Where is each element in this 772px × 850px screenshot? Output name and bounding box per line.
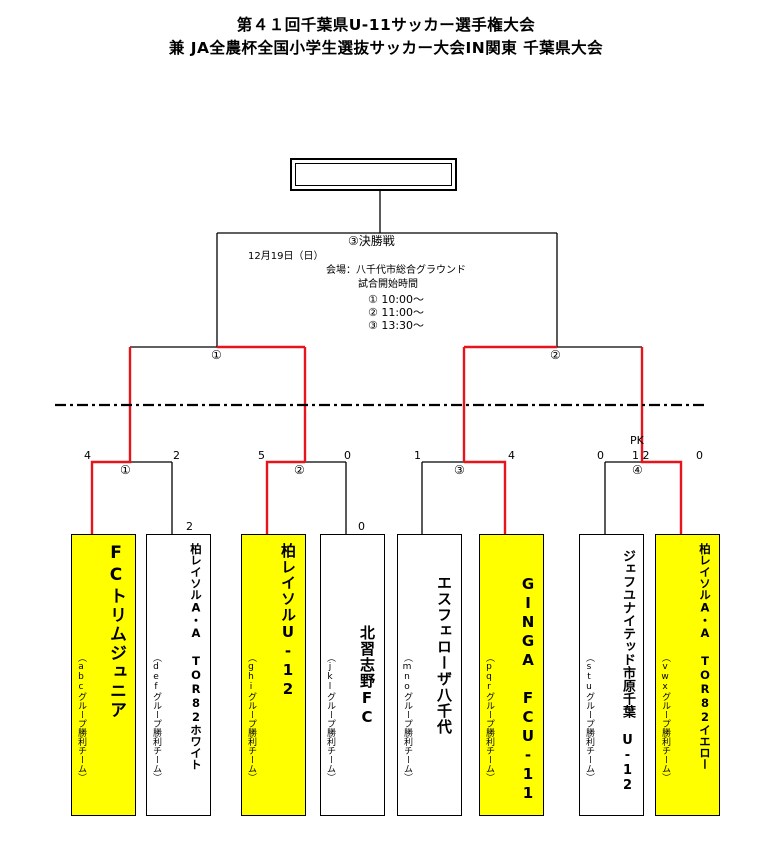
r1m4-left-score: 0 <box>597 449 604 462</box>
team-name-4: 北習志野FC <box>358 625 376 727</box>
team-group-8: （vwxグループ勝利チーム） <box>660 653 670 782</box>
team-box-3: 柏レイソルU-12 （ghiグループ勝利チーム） <box>241 534 306 816</box>
r1m2-label: ② <box>294 463 305 477</box>
r1m3-left-score: 1 <box>414 449 421 462</box>
team-group-5: （mnoグループ勝利チーム） <box>402 653 412 782</box>
r1m2-extra: 0 <box>358 520 365 533</box>
team-group-1: （abcグループ勝利チーム） <box>76 653 86 782</box>
team-box-2: 柏レイソルA・A TOR82ホワイト （defグループ勝利チーム） <box>146 534 211 816</box>
r1m2-right-score: 0 <box>344 449 351 462</box>
team-name-2: 柏レイソルA・A TOR82ホワイト <box>189 543 203 770</box>
r1m4-pk-label: PK <box>630 434 644 447</box>
team-group-4: （jklグループ勝利チーム） <box>325 653 335 782</box>
r1m1-label: ① <box>120 463 131 477</box>
team-group-2: （defグループ勝利チーム） <box>151 653 161 782</box>
r1m1-extra: 2 <box>186 520 193 533</box>
team-group-3: （ghiグループ勝利チーム） <box>246 653 256 782</box>
final-time-1: ① 10:00～ <box>368 293 425 306</box>
r1m3-right-score: 4 <box>508 449 515 462</box>
final-time-2: ② 11:00～ <box>368 306 425 319</box>
team-box-8: 柏レイソルA・A TOR82イエロー （vwxグループ勝利チーム） <box>655 534 720 816</box>
page-subtitle: 兼 JA全農杯全国小学生選抜サッカー大会IN関東 千葉県大会 <box>168 39 604 57</box>
r1m4-label: ④ <box>632 463 643 477</box>
team-name-3: 柏レイソルU-12 <box>279 543 297 699</box>
team-box-4: 北習志野FC （jklグループ勝利チーム） <box>320 534 385 816</box>
final-date: 12月19日（日） <box>248 251 324 262</box>
final-time-3: ③ 13:30～ <box>368 319 425 332</box>
r1m1-red <box>90 347 132 534</box>
team-group-7: （stuグループ勝利チーム） <box>584 653 594 782</box>
r1m4-pk-score: 1 2 <box>632 449 650 462</box>
team-name-6: GINGA FCU-11 <box>519 575 537 803</box>
page-title: 第４１回千葉県U-11サッカー選手権大会 <box>236 16 536 34</box>
team-name-1: FCトリムジュニア <box>106 543 126 720</box>
team-box-1: FCトリムジュニア （abcグループ勝利チーム） <box>71 534 136 816</box>
r1m2-red <box>265 460 305 534</box>
final-start-label: 試合開始時間 <box>358 279 418 290</box>
r1m4-right-score: 0 <box>696 449 703 462</box>
team-group-6: （pqrグループ勝利チーム） <box>484 653 494 782</box>
team-name-8: 柏レイソルA・A TOR82イエロー <box>698 543 712 770</box>
team-box-7: ジェフユナイテッド市原千葉 U-12 （stuグループ勝利チーム） <box>579 534 644 816</box>
r1m2-left-score: 5 <box>258 449 265 462</box>
team-box-5: エスフェローザ八千代 （mnoグループ勝利チーム） <box>397 534 462 816</box>
semi2-label: ② <box>550 348 561 362</box>
final-venue: 会場：八千代市総合グラウンド <box>326 265 466 276</box>
r1m4-red <box>640 347 683 534</box>
team-name-5: エスフェローザ八千代 <box>435 575 453 735</box>
r1m3-red <box>464 460 507 534</box>
semi1-label: ① <box>211 348 222 362</box>
r1m3-label: ③ <box>454 463 465 477</box>
champion-box <box>290 158 457 191</box>
team-name-7: ジェフユナイテッド市原千葉 U-12 <box>620 549 635 793</box>
r1m1-left-score: 4 <box>84 449 91 462</box>
r1m1-right-score: 2 <box>173 449 180 462</box>
team-box-6: GINGA FCU-11 （pqrグループ勝利チーム） <box>479 534 544 816</box>
final-label: ③決勝戦 <box>348 234 395 248</box>
